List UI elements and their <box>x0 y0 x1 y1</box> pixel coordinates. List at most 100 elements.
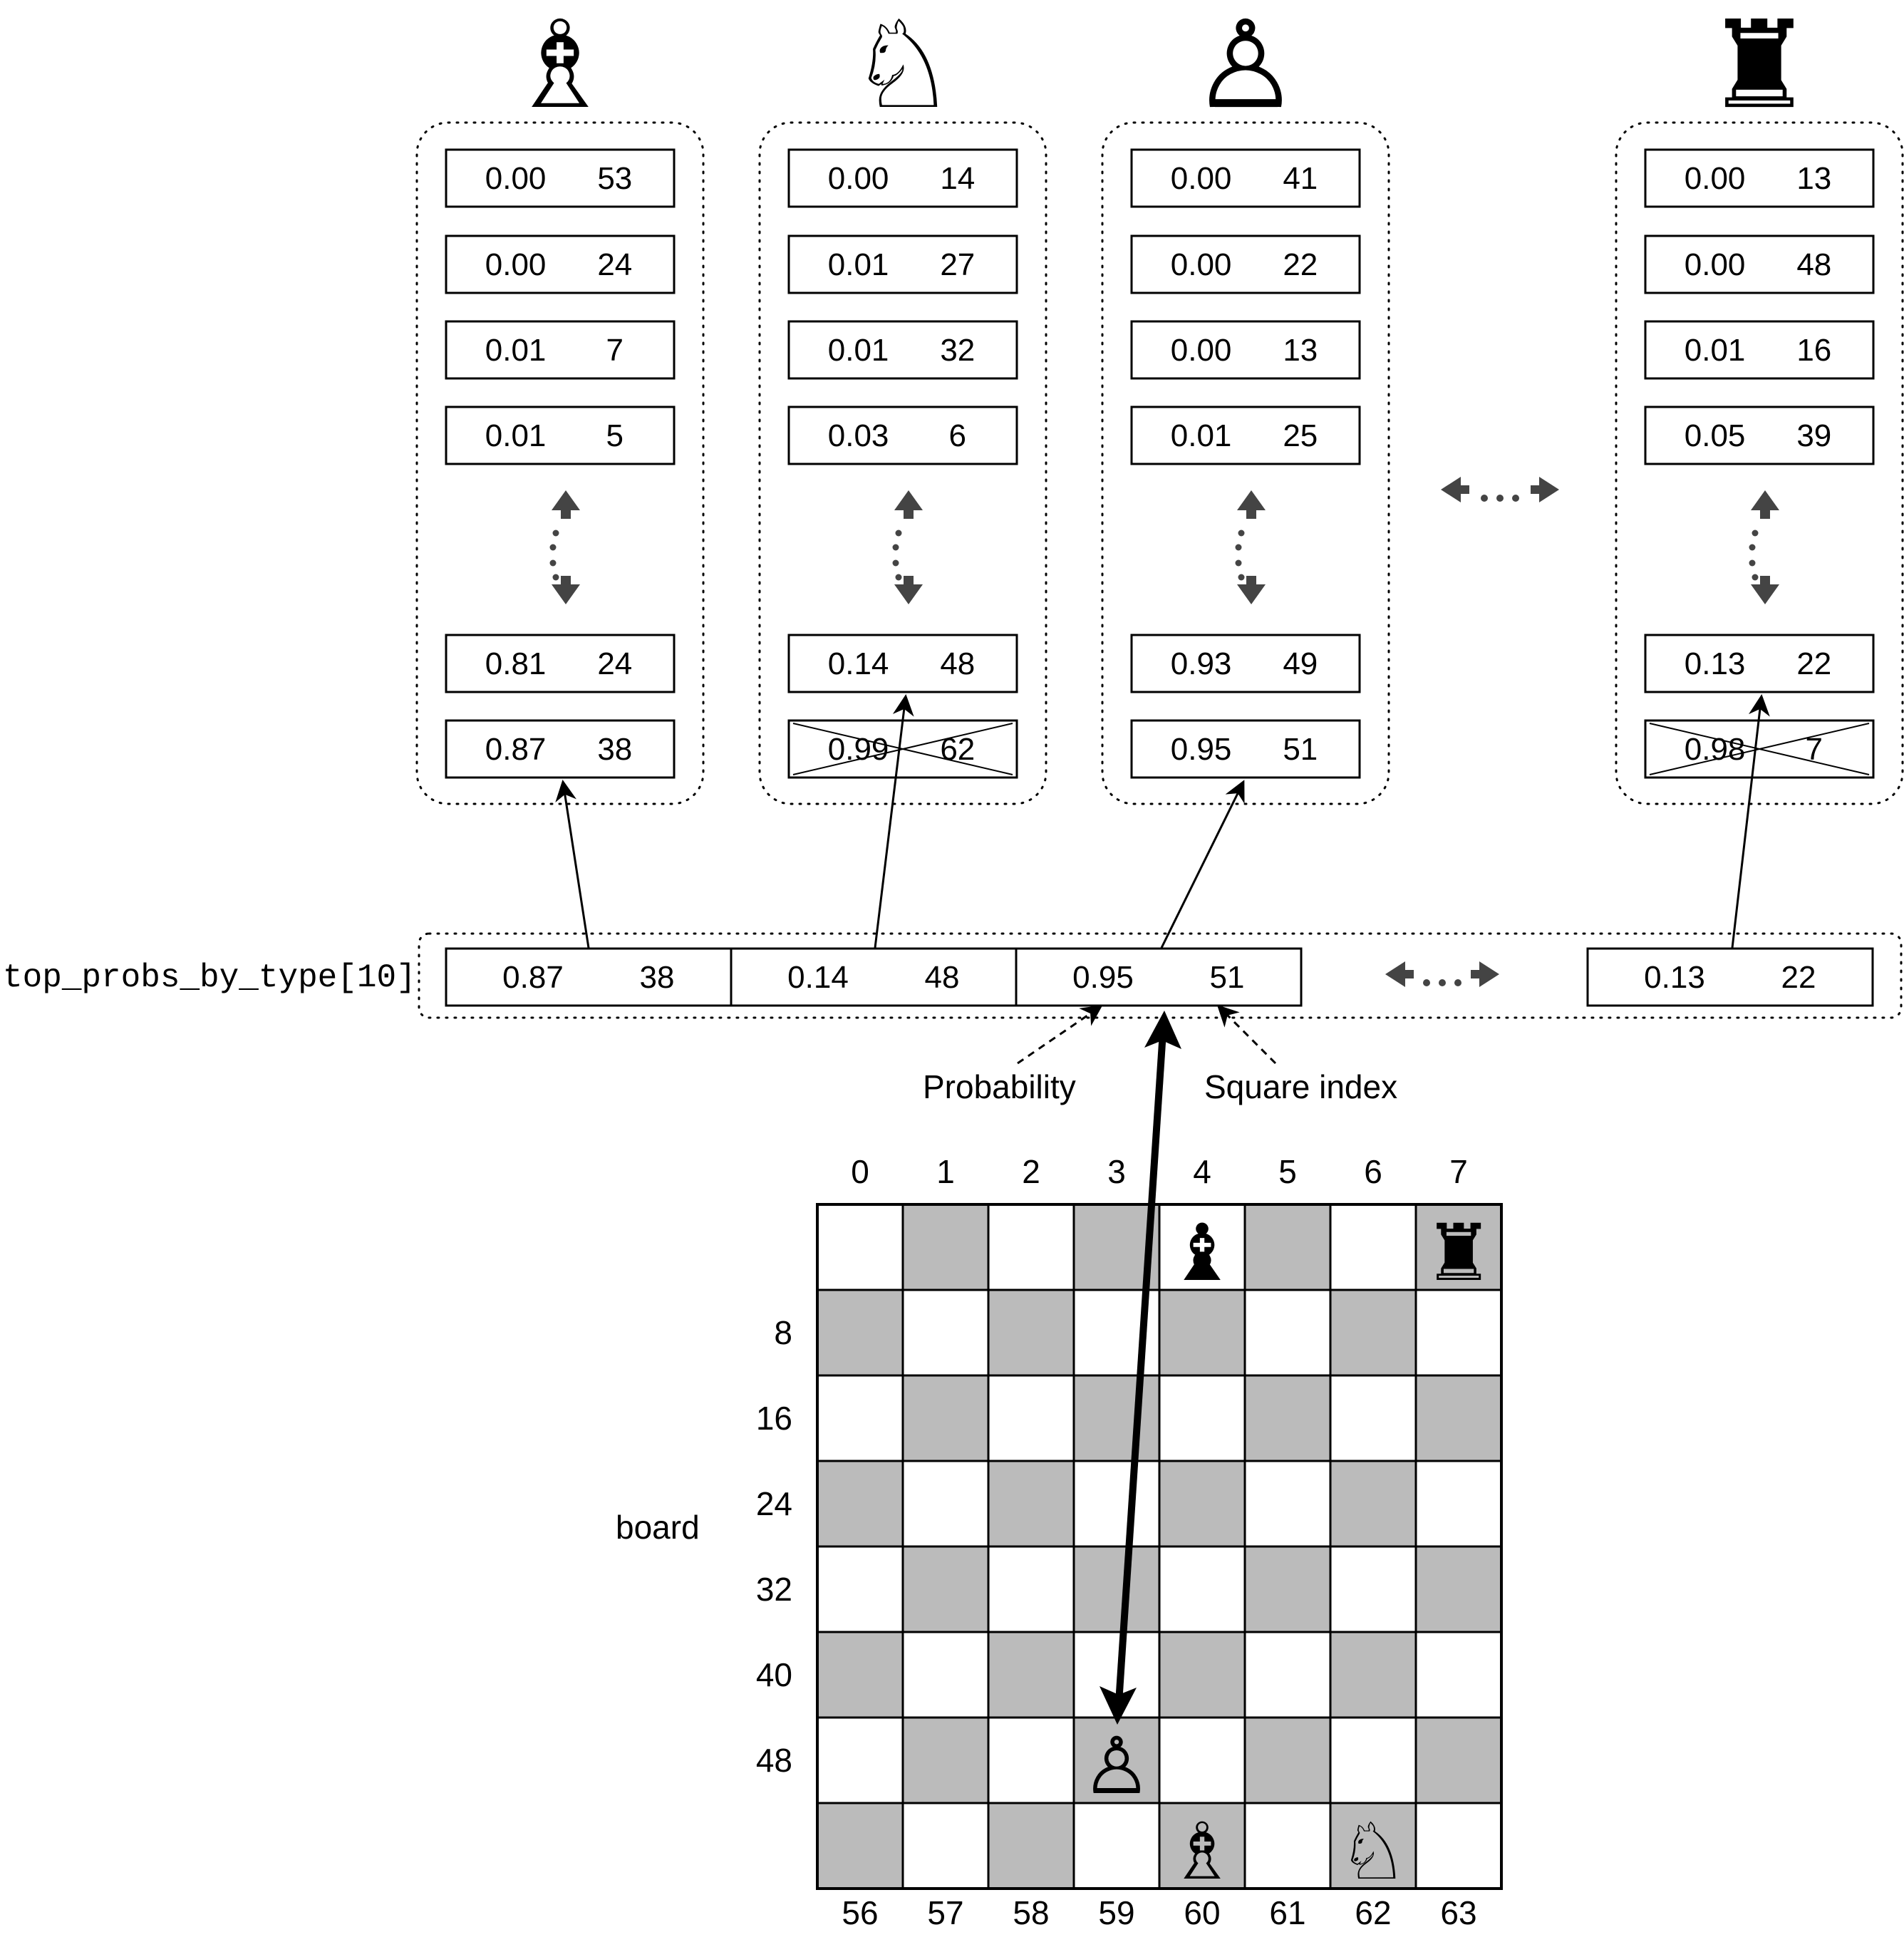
board-square <box>987 1631 1075 1719</box>
more-types-ellipsis <box>1441 477 1559 502</box>
board-square <box>987 1203 1075 1291</box>
square-index-value: 38 <box>640 960 675 995</box>
column-container <box>415 121 705 805</box>
board-label: board <box>616 1509 700 1546</box>
probability-value: 0.00 <box>485 247 547 282</box>
annotations: Probability Square index <box>923 1004 1397 1105</box>
probability-value: 0.00 <box>1685 161 1746 196</box>
board-square <box>987 1802 1075 1890</box>
board-bottom-label: 63 <box>1440 1894 1476 1931</box>
board-square <box>1072 1716 1161 1804</box>
board-square <box>1243 1374 1332 1462</box>
board-square <box>1329 1460 1417 1548</box>
black-rook-icon: ♜ <box>1705 0 1814 136</box>
board-column-label: 3 <box>1107 1153 1126 1190</box>
square-index-value: 48 <box>1796 247 1831 282</box>
board-square <box>901 1203 990 1291</box>
board-square <box>1414 1802 1503 1890</box>
board-column-label: 6 <box>1364 1153 1382 1190</box>
board-square <box>816 1802 904 1890</box>
board-square <box>1158 1460 1246 1548</box>
board-row-label: 32 <box>756 1571 792 1608</box>
more-types-arrow <box>1441 477 1559 502</box>
board-square <box>987 1716 1075 1804</box>
column-container <box>1615 121 1904 805</box>
more-top-probs-arrow <box>1385 961 1499 987</box>
probability-value: 0.01 <box>485 418 547 453</box>
link-rook <box>1731 694 1770 949</box>
square-index-value: 51 <box>1283 732 1318 767</box>
board-square <box>1243 1716 1332 1804</box>
probability-value: 0.81 <box>485 646 547 681</box>
board-square <box>816 1545 904 1633</box>
board-square <box>901 1716 990 1804</box>
board-square <box>1158 1374 1246 1462</box>
probability-value: 0.95 <box>1072 960 1134 995</box>
board-column-label: 1 <box>936 1153 955 1190</box>
square-index-value: 13 <box>1796 161 1831 196</box>
more-entries-ellipsis <box>892 490 923 604</box>
square-index-value: 7 <box>606 333 624 368</box>
square-index-value: 51 <box>1210 960 1245 995</box>
board-square <box>1414 1631 1503 1719</box>
board-column-label: 5 <box>1278 1153 1297 1190</box>
probability-value: 0.87 <box>502 960 564 995</box>
link-bishop <box>555 780 590 949</box>
board-square <box>1329 1203 1417 1291</box>
board-square <box>1158 1716 1246 1804</box>
prob-entry: 0.00 24 <box>445 234 676 294</box>
board-square <box>1158 1631 1246 1719</box>
link-arrows <box>555 694 1770 949</box>
board-square <box>1158 1545 1246 1633</box>
board-square <box>1158 1802 1246 1890</box>
probability-value: 0.13 <box>1644 960 1705 995</box>
board-square <box>1329 1802 1417 1890</box>
board-bottom-label: 57 <box>927 1894 963 1931</box>
board-square <box>901 1288 990 1377</box>
board-square <box>1243 1288 1332 1377</box>
board-square <box>1158 1288 1246 1377</box>
board-square <box>987 1288 1075 1377</box>
probability-value: 0.13 <box>1685 646 1746 681</box>
board-square <box>1329 1288 1417 1377</box>
square-index-value: 16 <box>1796 333 1831 368</box>
probability-value: 0.99 <box>828 732 889 767</box>
board-square <box>816 1631 904 1719</box>
board-square <box>901 1802 990 1890</box>
top-prob-cell: 0.95 51 <box>1015 947 1303 1007</box>
probability-value: 0.14 <box>828 646 889 681</box>
board-square <box>901 1545 990 1633</box>
board-row-label: 24 <box>756 1485 792 1522</box>
link-pawn <box>1160 780 1245 949</box>
top-prob-cell: 0.87 38 <box>445 947 733 1007</box>
board-column-label: 0 <box>851 1153 869 1190</box>
cross-line <box>792 723 1013 775</box>
board-square <box>1072 1374 1161 1462</box>
board-square <box>1329 1374 1417 1462</box>
probability-value: 0.98 <box>1685 732 1746 767</box>
column-container <box>758 121 1047 805</box>
square-index-value: 49 <box>1283 646 1318 681</box>
probability-label: Probability <box>923 1068 1076 1105</box>
square-index-value: 24 <box>597 247 632 282</box>
black-bishop-icon: ♝ <box>1167 1207 1238 1298</box>
probability-value: 0.01 <box>1685 333 1746 368</box>
square-index-value: 48 <box>940 646 975 681</box>
